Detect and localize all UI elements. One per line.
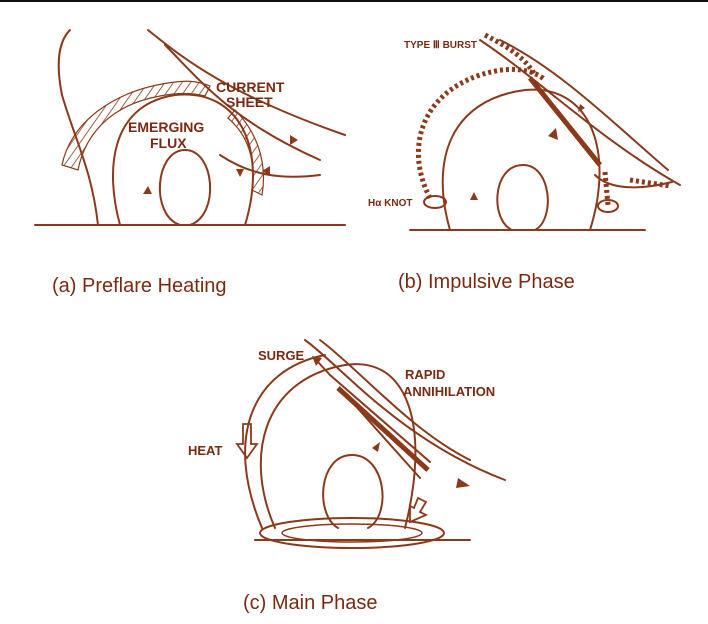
arrow-a-4 — [262, 166, 270, 176]
current-sheet-b — [528, 76, 602, 167]
inner-loop-b — [496, 163, 549, 231]
overlying-line-2-a — [164, 44, 321, 161]
label-annihilation: ANNIHILATION — [403, 384, 495, 399]
type3-burst-trail — [483, 32, 538, 77]
top-border — [0, 0, 708, 2]
annihilation-line-3 — [344, 393, 421, 479]
right-bead-b — [629, 177, 671, 189]
overlying-line-2-c — [319, 339, 471, 461]
caption-a: (a) Preflare Heating — [52, 275, 227, 297]
overlying-line-1-b — [479, 39, 681, 186]
surge-line — [317, 361, 331, 376]
label-emerging: EMERGING — [128, 119, 204, 135]
arrow-a-1 — [143, 186, 152, 194]
flare-ribbons — [259, 517, 445, 549]
label-sheet: SHEET — [226, 94, 273, 110]
arrow-c-inner — [372, 442, 380, 452]
arrow-c-right — [456, 478, 470, 488]
panel-c: SURGE RAPID ANNIHILATION HEAT (c) Main P… — [188, 339, 506, 614]
beaded-loop-b — [415, 66, 547, 200]
hatched-region-right-a — [227, 109, 265, 196]
field-line-left2-a — [61, 94, 99, 226]
panel-b: TYPE Ⅲ BURST Hα KNOT (b) Impulsive Phase — [368, 32, 681, 293]
label-flux: FLUX — [150, 135, 187, 151]
field-line-left-a — [57, 29, 71, 96]
h-alpha-knot-left — [423, 195, 447, 209]
overlying-line-3-a — [219, 154, 321, 178]
caption-b: (b) Impulsive Phase — [398, 271, 575, 293]
h-alpha-knot-right — [597, 199, 619, 213]
arrow-b-1 — [548, 128, 558, 140]
heat-arrow-right-icon — [409, 496, 429, 524]
caption-c: (c) Main Phase — [243, 592, 378, 614]
label-rapid: RAPID — [405, 367, 445, 382]
large-loop-c — [259, 363, 417, 529]
inner-loop-c — [322, 453, 384, 529]
label-heat: HEAT — [188, 443, 222, 458]
annihilation-line-2 — [329, 374, 431, 463]
large-loop-b — [441, 88, 601, 231]
arrow-b-2 — [578, 104, 585, 112]
label-h-knot: Hα KNOT — [368, 198, 412, 209]
label-type-burst: TYPE Ⅲ BURST — [404, 40, 477, 51]
outer-loop-c — [244, 354, 326, 529]
heat-arrow-icon — [235, 423, 259, 460]
label-current: CURRENT — [216, 79, 285, 95]
hatched-region-left-a — [61, 80, 211, 171]
overlying-line-1-c — [304, 339, 506, 481]
label-surge: SURGE — [258, 348, 305, 363]
panel-a: CURRENT SHEET EMERGING FLUX (a) Preflare… — [34, 29, 346, 297]
inner-loop-a — [159, 148, 211, 226]
arrow-a-3 — [290, 135, 298, 145]
flare-ribbons-inner — [281, 523, 423, 543]
arrow-b-3 — [470, 192, 478, 200]
arrow-a-2 — [236, 169, 244, 177]
overlying-line-1-a — [147, 29, 346, 136]
overlying-line-2-b — [499, 39, 669, 171]
surge-arrow — [312, 356, 322, 366]
